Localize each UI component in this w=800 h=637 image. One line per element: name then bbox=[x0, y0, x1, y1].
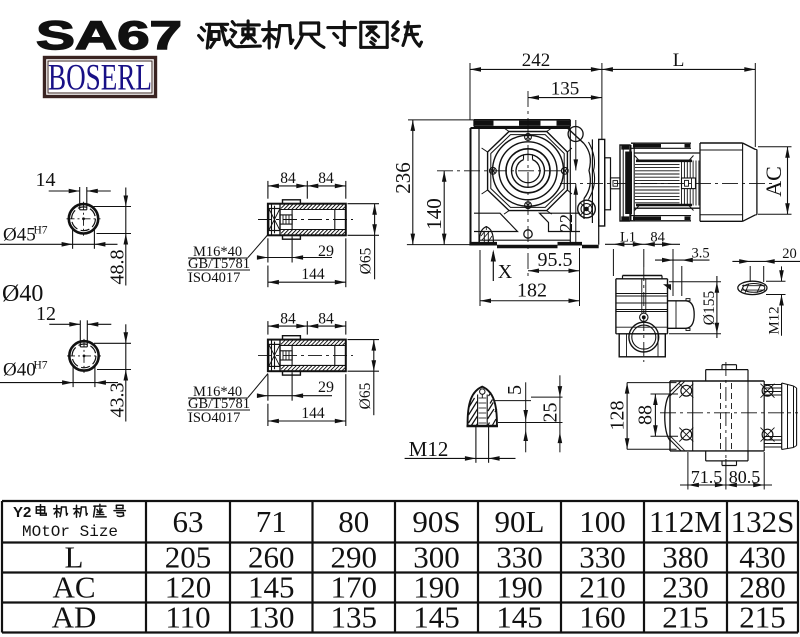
svg-text:130: 130 bbox=[248, 600, 295, 635]
svg-text:205: 205 bbox=[165, 540, 212, 575]
svg-text:AD: AD bbox=[52, 600, 97, 635]
svg-text:80.5: 80.5 bbox=[729, 467, 761, 487]
svg-text:BOSERL: BOSERL bbox=[48, 58, 152, 99]
svg-text:43.3: 43.3 bbox=[107, 383, 129, 418]
svg-text:63: 63 bbox=[173, 504, 204, 539]
svg-text:71: 71 bbox=[256, 504, 287, 539]
svg-text:236: 236 bbox=[391, 162, 415, 194]
svg-text:H7: H7 bbox=[34, 225, 48, 237]
svg-text:215: 215 bbox=[662, 600, 709, 635]
svg-text:80: 80 bbox=[338, 504, 369, 539]
svg-text:84: 84 bbox=[650, 230, 665, 246]
svg-text:29: 29 bbox=[318, 379, 334, 396]
svg-text:88: 88 bbox=[635, 405, 657, 425]
svg-text:H7: H7 bbox=[34, 360, 48, 372]
svg-text:132S: 132S bbox=[731, 504, 795, 539]
svg-text:280: 280 bbox=[739, 570, 786, 605]
svg-text:215: 215 bbox=[739, 600, 786, 635]
svg-text:84: 84 bbox=[280, 170, 296, 187]
svg-text:145: 145 bbox=[248, 570, 295, 605]
svg-text:144: 144 bbox=[301, 266, 325, 283]
svg-text:M16*40: M16*40 bbox=[193, 244, 242, 260]
svg-text:22: 22 bbox=[556, 214, 576, 232]
svg-text:Ø65: Ø65 bbox=[357, 382, 374, 409]
svg-text:84: 84 bbox=[318, 170, 334, 187]
svg-text:260: 260 bbox=[248, 540, 295, 575]
svg-text:140: 140 bbox=[422, 198, 446, 230]
svg-text:SA67: SA67 bbox=[36, 14, 182, 58]
svg-text:84: 84 bbox=[318, 311, 334, 328]
svg-text:Ø45: Ø45 bbox=[3, 225, 36, 246]
svg-text:135: 135 bbox=[331, 600, 378, 635]
svg-text:90L: 90L bbox=[495, 504, 545, 539]
svg-text:330: 330 bbox=[579, 540, 626, 575]
svg-text:128: 128 bbox=[607, 401, 629, 431]
svg-text:190: 190 bbox=[413, 570, 460, 605]
svg-text:M12: M12 bbox=[409, 437, 449, 461]
svg-text:3.5: 3.5 bbox=[691, 246, 709, 262]
svg-text:182: 182 bbox=[517, 280, 547, 302]
svg-text:330: 330 bbox=[496, 540, 543, 575]
svg-text:290: 290 bbox=[331, 540, 378, 575]
svg-text:380: 380 bbox=[662, 540, 709, 575]
svg-text:AC: AC bbox=[52, 570, 95, 605]
svg-text:Ø40: Ø40 bbox=[2, 281, 43, 307]
svg-text:L1: L1 bbox=[620, 230, 636, 246]
svg-text:190: 190 bbox=[496, 570, 543, 605]
svg-text:135: 135 bbox=[551, 79, 580, 100]
svg-text:AC: AC bbox=[761, 166, 786, 197]
svg-text:ISO4017: ISO4017 bbox=[188, 410, 240, 426]
svg-text:110: 110 bbox=[165, 600, 210, 635]
svg-text:Ø65: Ø65 bbox=[358, 247, 375, 274]
svg-text:29: 29 bbox=[318, 243, 334, 260]
svg-text:210: 210 bbox=[579, 570, 626, 605]
svg-text:GB/T5781: GB/T5781 bbox=[188, 396, 250, 412]
svg-text:84: 84 bbox=[280, 311, 296, 328]
svg-text:100: 100 bbox=[579, 504, 626, 539]
svg-text:14: 14 bbox=[36, 169, 56, 191]
svg-text:230: 230 bbox=[662, 570, 709, 605]
svg-text:M12: M12 bbox=[767, 306, 783, 334]
svg-text:300: 300 bbox=[413, 540, 460, 575]
svg-text:25: 25 bbox=[540, 403, 562, 423]
svg-text:90S: 90S bbox=[412, 504, 460, 539]
svg-text:71.5: 71.5 bbox=[691, 467, 723, 487]
svg-text:ISO4017: ISO4017 bbox=[188, 270, 240, 286]
svg-text:Ø40: Ø40 bbox=[3, 360, 36, 381]
svg-text:112M: 112M bbox=[649, 504, 722, 539]
svg-text:X: X bbox=[498, 261, 513, 283]
svg-text:M16*40: M16*40 bbox=[193, 384, 242, 400]
svg-text:5: 5 bbox=[504, 385, 526, 395]
svg-text:170: 170 bbox=[331, 570, 378, 605]
svg-text:95.5: 95.5 bbox=[538, 249, 573, 271]
svg-text:430: 430 bbox=[739, 540, 786, 575]
svg-text:MOtOr Size: MOtOr Size bbox=[22, 523, 118, 541]
svg-text:145: 145 bbox=[413, 600, 460, 635]
svg-text:160: 160 bbox=[579, 600, 626, 635]
svg-text:145: 145 bbox=[496, 600, 543, 635]
svg-text:Ø155: Ø155 bbox=[701, 291, 718, 326]
svg-text:242: 242 bbox=[522, 50, 551, 71]
svg-text:20: 20 bbox=[782, 246, 797, 262]
svg-text:48.8: 48.8 bbox=[107, 250, 129, 285]
svg-text:120: 120 bbox=[165, 570, 212, 605]
svg-text:144: 144 bbox=[301, 405, 325, 422]
svg-text:L: L bbox=[673, 50, 685, 71]
svg-text:12: 12 bbox=[36, 303, 56, 325]
svg-text:L: L bbox=[65, 540, 84, 575]
svg-text:Y2: Y2 bbox=[13, 504, 31, 521]
svg-text:GB/T5781: GB/T5781 bbox=[188, 256, 250, 272]
